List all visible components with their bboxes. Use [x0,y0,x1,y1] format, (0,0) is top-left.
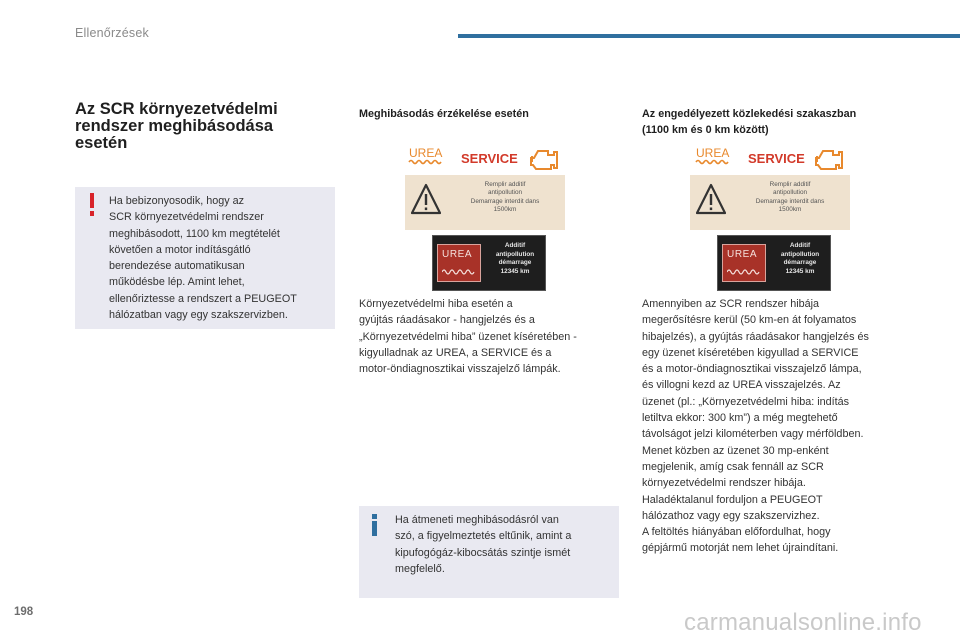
urea-screen-panel: UREA [722,244,766,282]
instrument-screen: UREA Additif antipollution démarrage 123… [717,235,831,291]
warning-display-figure-right: UREA SERVICE Remplir additif antipolluti… [688,143,863,291]
urea-screen-wave-icon [727,269,760,275]
exclamation-icon [90,193,94,216]
warning-lamps-row: UREA SERVICE [695,146,843,170]
warning-display-figure-middle: UREA SERVICE Remplir additif antipolluti… [403,143,578,291]
urea-lamp-label: UREA [696,146,729,160]
middle-column-body: Környezetvédelmi hiba esetén a gyújtás r… [359,298,577,376]
watermark: carmanualsonline.info [684,609,922,636]
warning-triangle-icon [411,183,441,215]
info-text: Ha átmeneti meghibásodásról van szó, a f… [395,514,572,575]
header-accent-bar [458,34,960,38]
section-title: Az SCR környezetvédelmi rendszer meghibá… [75,100,278,152]
urea-wave-icon [695,159,729,165]
urea-screen-wave-icon [442,269,475,275]
urea-lamp-label: UREA [409,146,442,160]
warning-text: Ha bebizonyosodik, hogy az SCR környezet… [109,195,297,322]
engine-icon [815,150,843,170]
engine-icon [530,150,558,170]
middle-column-heading: Meghibásodás érzékelése esetén [359,108,529,120]
right-column-body: Amennyiben az SCR rendszer hibája megerő… [642,298,869,555]
message-banner: Remplir additif antipollution Demarrage … [405,175,565,230]
urea-wave-icon [408,159,442,165]
page-number: 198 [14,606,34,618]
warning-lamps-row: UREA SERVICE [408,146,558,170]
warning-triangle-icon [696,183,726,215]
info-icon [372,514,377,536]
warning-box: Ha bebizonyosodik, hogy az SCR környezet… [75,187,335,329]
info-box: Ha átmeneti meghibásodásról van szó, a f… [359,506,619,598]
urea-screen-panel: UREA [437,244,481,282]
page-header-title: Ellenőrzések [75,26,149,40]
message-banner: Remplir additif antipollution Demarrage … [690,175,850,230]
instrument-screen: UREA Additif antipollution démarrage 123… [432,235,546,291]
service-lamp-label: SERVICE [461,151,518,166]
right-column-heading: Az engedélyezett közlekedési szakaszban … [642,108,857,136]
service-lamp-label: SERVICE [748,151,805,166]
